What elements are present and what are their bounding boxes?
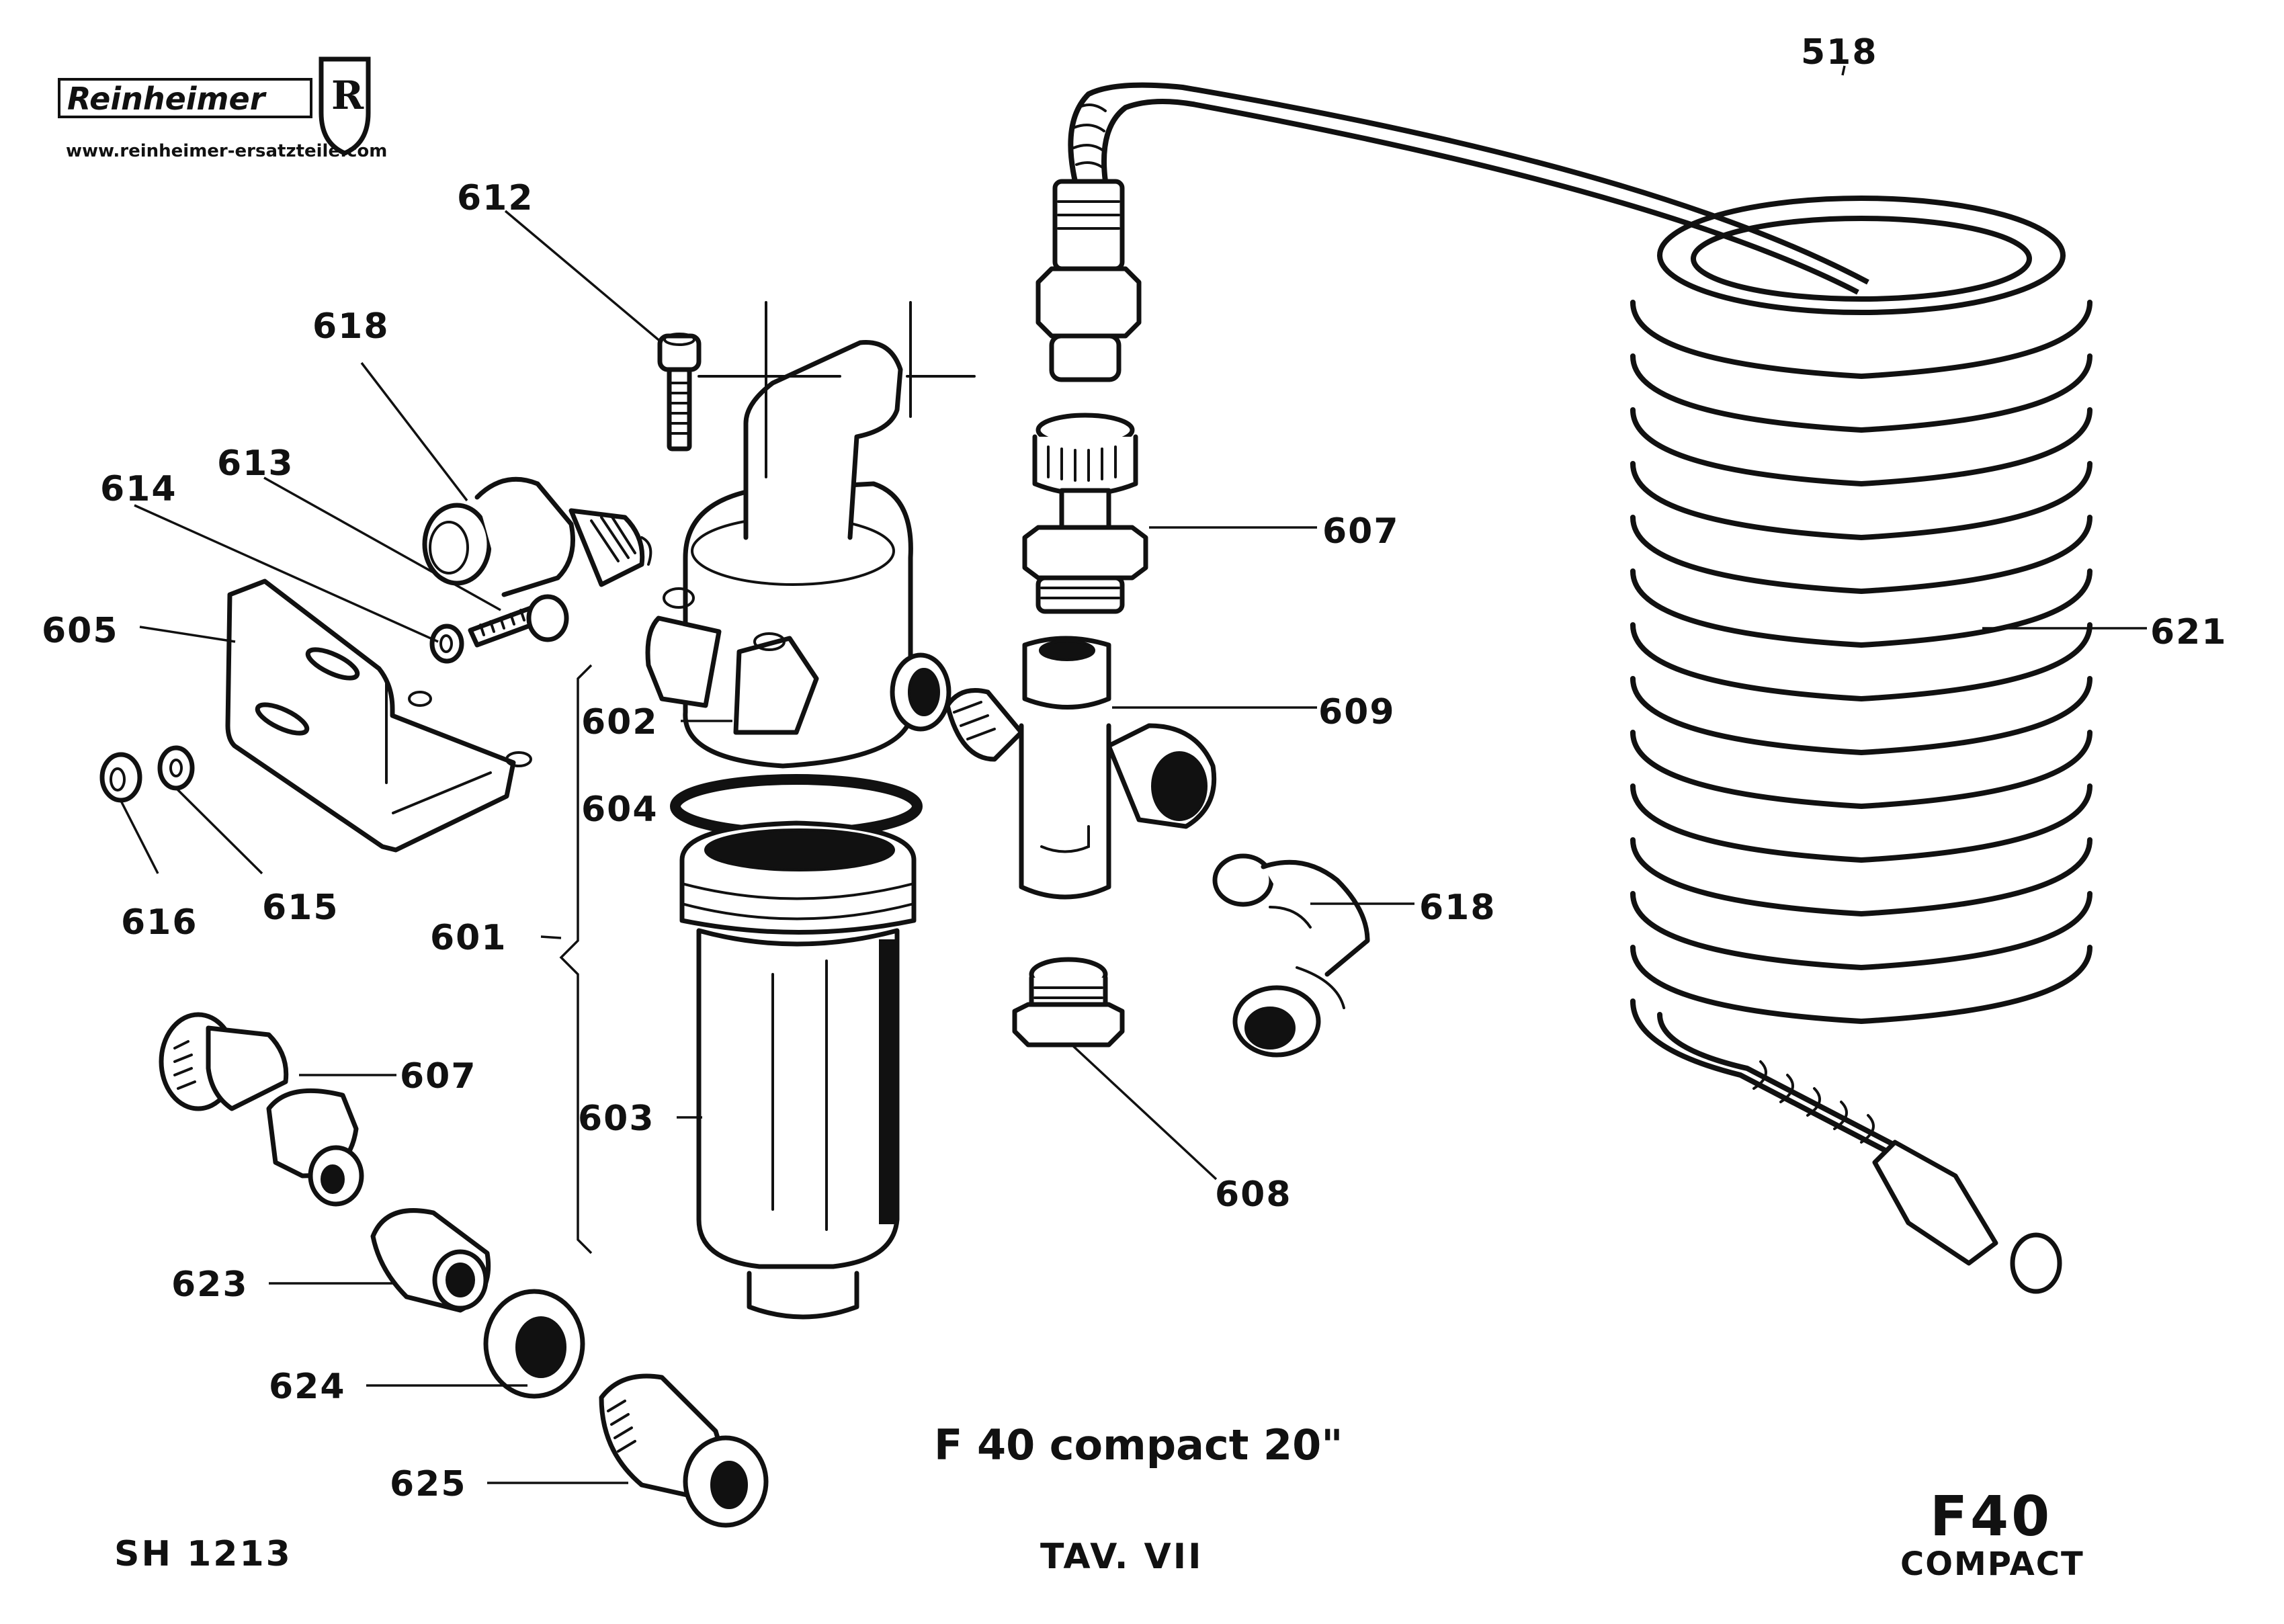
footer: SH 1213 F 40 compact 20" TAV. VII F40 CO… xyxy=(114,1420,2084,1583)
logo-emblem-letter: R xyxy=(331,73,364,118)
part-621-coiled-hose xyxy=(1630,196,2092,1294)
callout-608: 608 xyxy=(1215,1174,1292,1215)
part-603-filter-bowl xyxy=(679,820,917,1320)
callout-616: 616 xyxy=(121,902,198,943)
part-607-quick-coupling-left xyxy=(159,1012,364,1207)
part-624-nut xyxy=(483,1289,585,1399)
callout-623: 623 xyxy=(171,1265,249,1305)
logo-brand-name: Reinheimer xyxy=(67,81,267,117)
plate-number: TAV. VII xyxy=(1040,1537,1203,1577)
part-607-quick-coupling-right xyxy=(1022,413,1148,614)
leader-lines xyxy=(120,65,2147,1484)
leader-605 xyxy=(139,626,236,643)
part-608-reducer-nipple xyxy=(1012,957,1125,1048)
callout-605: 605 xyxy=(42,611,119,651)
callout-621: 621 xyxy=(2150,612,2228,652)
part-612-socket-screw xyxy=(657,333,702,452)
leader-615 xyxy=(175,787,263,875)
reinheimer-logo: Reinheimer R www.reinheimer-ersatzteile.… xyxy=(58,56,387,161)
leader-618-top xyxy=(360,361,468,502)
model-badge-main: F40 xyxy=(1930,1485,2052,1549)
callout-615: 615 xyxy=(262,888,339,928)
logo-shield-icon xyxy=(319,56,371,156)
part-605-mounting-bracket xyxy=(225,579,532,853)
callout-607-right: 607 xyxy=(1322,511,1400,552)
callout-612: 612 xyxy=(457,178,534,218)
part-625-nipple xyxy=(599,1373,769,1528)
leader-518 xyxy=(1841,65,1846,76)
callout-618-top: 618 xyxy=(312,306,390,347)
leader-613 xyxy=(263,476,501,611)
part-615-washer xyxy=(157,745,195,791)
part-609-tee-fitting xyxy=(945,636,1217,900)
model-badge-sub: COMPACT xyxy=(1900,1545,2084,1583)
part-618-elbow-fitting-right xyxy=(1212,853,1370,1058)
part-616-nut xyxy=(99,752,142,803)
sheet-code: SH 1213 xyxy=(114,1534,292,1574)
callout-607-left: 607 xyxy=(400,1056,477,1097)
callout-613: 613 xyxy=(217,443,294,484)
leader-616 xyxy=(120,800,159,874)
callout-614: 614 xyxy=(100,469,177,509)
callout-625: 625 xyxy=(390,1464,467,1504)
logo-frame xyxy=(58,78,312,118)
leader-601 xyxy=(540,935,562,939)
leader-614 xyxy=(134,504,439,643)
callout-609: 609 xyxy=(1318,692,1396,732)
part-518-hose-assembly xyxy=(1035,82,1869,382)
model-title: F 40 compact 20" xyxy=(934,1420,1343,1469)
leader-608 xyxy=(1070,1043,1218,1181)
part-613-hex-bolt xyxy=(468,594,569,648)
coil-ring xyxy=(1630,300,2092,380)
callout-618-right: 618 xyxy=(1419,888,1496,928)
callout-604: 604 xyxy=(581,789,659,830)
part-602-filter-head xyxy=(645,301,976,769)
part-601-assembly-brace xyxy=(559,664,593,1254)
callout-602: 602 xyxy=(581,702,659,742)
callout-518: 518 xyxy=(1801,32,1878,73)
leader-612 xyxy=(504,210,663,344)
part-623-nipple xyxy=(370,1208,491,1313)
callout-labels: 518 612 618 613 614 605 602 604 601 616 … xyxy=(42,32,2228,1504)
callout-601: 601 xyxy=(430,918,507,958)
part-618-elbow-fitting-top xyxy=(422,476,652,597)
callout-624: 624 xyxy=(269,1367,346,1407)
logo-website: www.reinheimer-ersatzteile.com xyxy=(66,141,387,161)
part-614-washer xyxy=(429,624,464,664)
callout-603: 603 xyxy=(578,1099,655,1139)
